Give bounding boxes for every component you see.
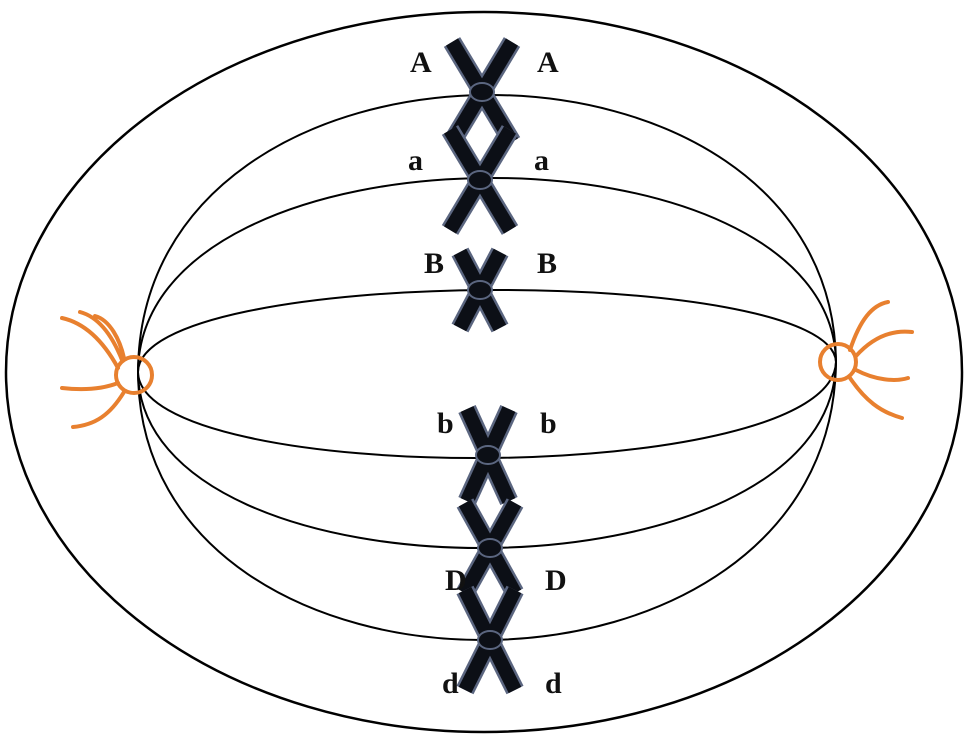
left-astral-ray (60, 316, 120, 370)
right-astral-ray (848, 300, 890, 352)
cell-membrane (4, 10, 964, 734)
centromere (475, 445, 501, 465)
allele-label-right: B (537, 247, 557, 280)
allele-label-right: a (534, 144, 549, 177)
allele-label-right: d (545, 667, 562, 700)
centromere (469, 82, 495, 102)
centromere (467, 280, 493, 300)
asters (60, 300, 914, 429)
allele-label-left: D (445, 564, 467, 597)
chromosome-d (456, 585, 524, 695)
allele-label-left: d (442, 667, 459, 700)
left-centrosome (114, 355, 154, 395)
allele-label-left: B (424, 247, 444, 280)
spindle-fibers (137, 94, 837, 641)
right-astral-ray (854, 329, 914, 358)
centromere (477, 538, 503, 558)
right-astral-ray (854, 368, 910, 382)
chromosome-D (456, 498, 524, 598)
right-astral-ray (848, 376, 904, 420)
chromosomes (441, 37, 524, 695)
allele-label-right: b (540, 407, 557, 440)
spindle-fiber (137, 94, 837, 373)
centromere (467, 170, 493, 190)
allele-label-right: A (537, 46, 559, 79)
right-centrosome (818, 342, 858, 382)
centromere (477, 630, 503, 650)
chromosome-a (441, 125, 519, 235)
allele-label-left: b (437, 407, 454, 440)
left-astral-ray (60, 381, 120, 392)
left-astral-ray (71, 390, 126, 429)
allele-label-right: D (545, 564, 567, 597)
allele-label-left: a (408, 144, 423, 177)
spindle-fiber (137, 361, 837, 641)
allele-label-left: A (410, 46, 432, 79)
chromosome-b (458, 405, 518, 505)
left-astral-ray (78, 310, 126, 362)
allele-labels: A Aa aB Bb bD Dd d (408, 46, 567, 700)
chromosome-B (451, 247, 509, 333)
